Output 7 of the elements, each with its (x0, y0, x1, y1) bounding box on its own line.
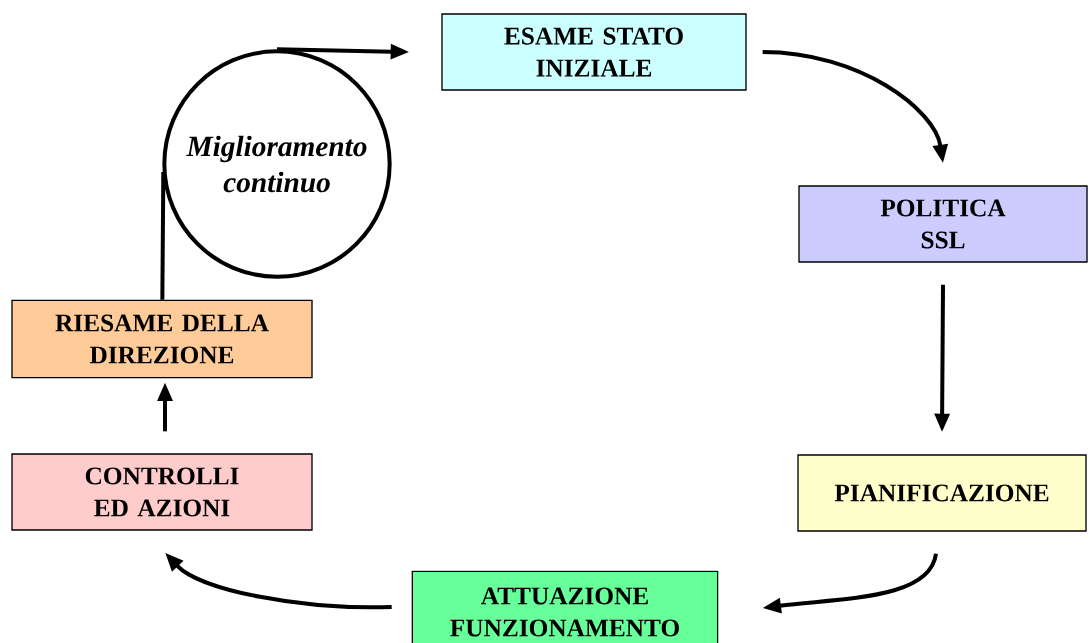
process-box: ATTUAZIONE FUNZIONAMENTO (411, 570, 719, 643)
process-box: POLITICA SSL (798, 185, 1088, 263)
process-box: CONTROLLI ED AZIONI (11, 453, 313, 531)
connector-line (160, 172, 166, 300)
process-box: RIESAME DELLA DIREZIONE (11, 299, 313, 379)
process-box: ESAME STATO INIZIALE (441, 13, 747, 91)
process-box: PIANIFICAZIONE (797, 454, 1087, 532)
